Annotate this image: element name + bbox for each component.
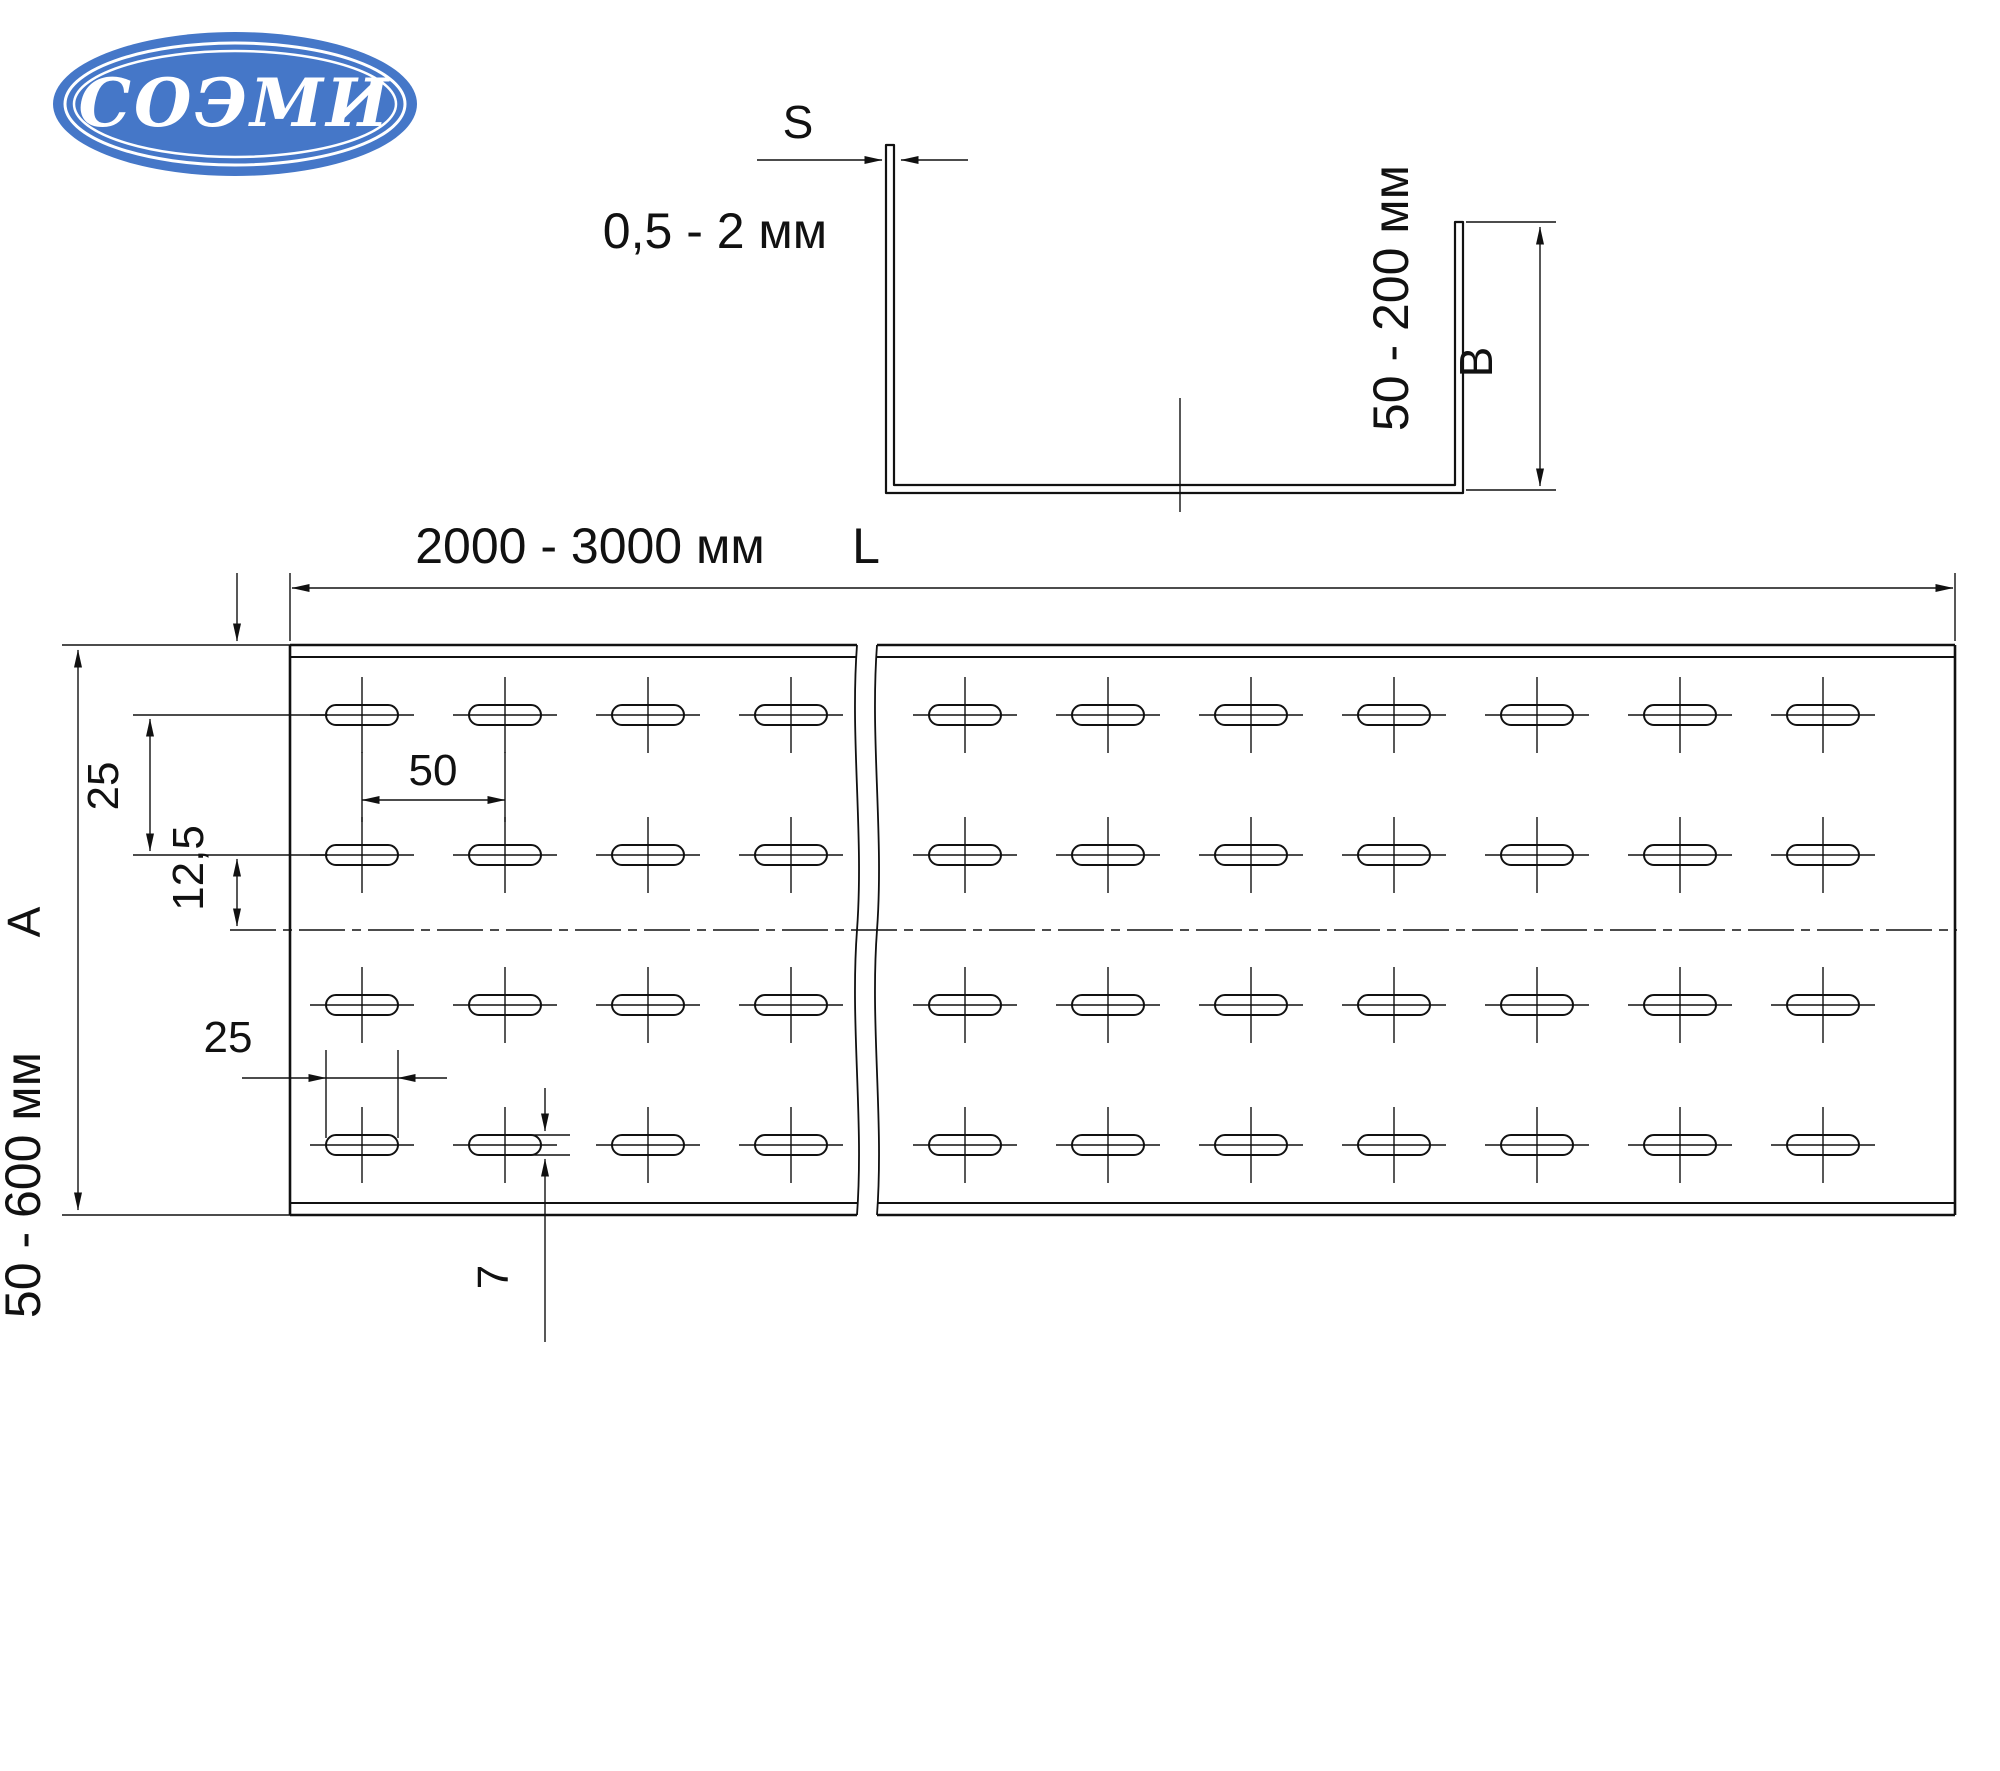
slot: [739, 1107, 843, 1183]
slot: [453, 677, 557, 753]
slot: [739, 967, 843, 1043]
company-logo: СОЭМИ: [53, 32, 417, 176]
centerline-offset-value: 12,5: [164, 825, 213, 911]
height-letter: B: [1450, 347, 1502, 378]
slot: [913, 817, 1017, 893]
slot: [596, 817, 700, 893]
slot: [1485, 817, 1589, 893]
slot: [1056, 967, 1160, 1043]
slot: [1485, 967, 1589, 1043]
slot: [913, 1107, 1017, 1183]
slot: [1628, 967, 1732, 1043]
slot: [1485, 1107, 1589, 1183]
thickness-letter: S: [783, 96, 814, 148]
slot: [1628, 677, 1732, 753]
slot: [596, 967, 700, 1043]
slot: [1628, 1107, 1732, 1183]
slot: [739, 677, 843, 753]
slot-width-value: 7: [469, 1265, 518, 1289]
slot: [739, 817, 843, 893]
logo-text: СОЭМИ: [79, 64, 392, 142]
slot: [310, 967, 414, 1043]
slot: [1485, 677, 1589, 753]
channel-profile: [884, 143, 1465, 495]
slot: [913, 967, 1017, 1043]
length-letter: L: [852, 518, 880, 574]
slot-length-value: 25: [204, 1013, 253, 1062]
slot: [1342, 817, 1446, 893]
slot: [1056, 1107, 1160, 1183]
row-pitch-value: 25: [79, 762, 128, 811]
slot: [1771, 677, 1875, 753]
slot: [1056, 677, 1160, 753]
slot: [310, 1107, 414, 1183]
slot: [1056, 817, 1160, 893]
plan-view: 2000 - 3000 мм L A 50 - 600 мм 25 12,5 5…: [0, 518, 1957, 1342]
slot: [453, 967, 557, 1043]
slot: [1199, 677, 1303, 753]
slot: [913, 677, 1017, 753]
slot: [453, 817, 557, 893]
width-range: 50 - 600 мм: [0, 1052, 51, 1318]
slot-pitch-value: 50: [409, 746, 458, 795]
slot: [596, 677, 700, 753]
slot: [1771, 817, 1875, 893]
cross-section-view: S 0,5 - 2 мм 50 - 200 мм B: [603, 96, 1556, 512]
logo-ellipse: [53, 32, 417, 176]
slot: [453, 1107, 557, 1183]
slot: [1342, 677, 1446, 753]
slot: [1771, 1107, 1875, 1183]
slot: [1199, 967, 1303, 1043]
slot: [1342, 1107, 1446, 1183]
slot-pattern: [310, 677, 1875, 1183]
logo-ring-outer: [63, 41, 407, 167]
logo-ring-inner: [72, 49, 398, 159]
slot: [596, 1107, 700, 1183]
slot: [1771, 967, 1875, 1043]
width-letter: A: [0, 906, 50, 937]
slot: [1199, 1107, 1303, 1183]
thickness-range: 0,5 - 2 мм: [603, 203, 827, 259]
slot: [1342, 967, 1446, 1043]
slot: [1199, 817, 1303, 893]
slot: [1628, 817, 1732, 893]
height-range: 50 - 200 мм: [1363, 165, 1419, 431]
length-range: 2000 - 3000 мм: [415, 518, 765, 574]
